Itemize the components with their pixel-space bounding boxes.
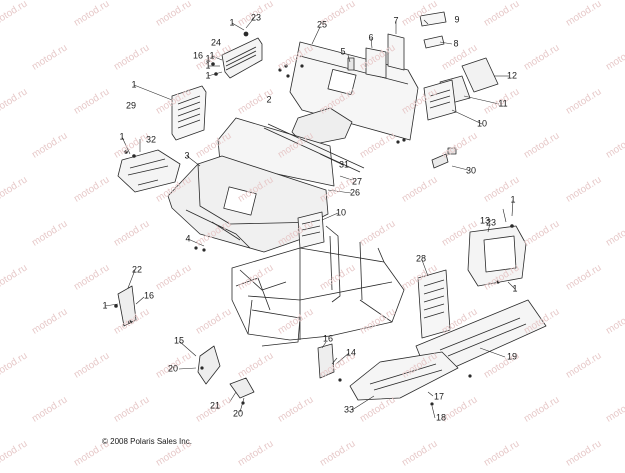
callout-label-6: 6 — [368, 32, 374, 43]
part-panel-24 — [221, 31, 263, 79]
callout-label-10: 10 — [335, 207, 347, 218]
part-cylinder-30 — [431, 147, 457, 169]
callout-label-21: 21 — [209, 400, 221, 411]
callout-label-1: 1 — [131, 79, 137, 90]
part-guard-21 — [229, 377, 255, 399]
callout-label-8: 8 — [453, 38, 459, 49]
part-bracket-22 — [117, 285, 137, 327]
part-bracket-16-right — [317, 343, 335, 379]
callout-label-18: 18 — [435, 412, 447, 423]
callout-label-20: 20 — [232, 408, 244, 419]
callout-label-13: 13 — [479, 215, 491, 226]
part-rod-27 — [263, 123, 365, 173]
callout-label-4: 4 — [185, 233, 191, 244]
part-seat-base-2 — [291, 107, 353, 147]
callout-label-1: 1 — [229, 17, 235, 28]
callout-label-28: 28 — [415, 253, 427, 264]
callout-label-16: 16 — [192, 50, 204, 61]
callout-label-17: 17 — [433, 391, 445, 402]
callout-label-27: 27 — [351, 176, 363, 187]
callout-label-22: 22 — [131, 264, 143, 275]
part-guard-15 — [197, 345, 221, 385]
part-vent-10-upper — [423, 79, 457, 121]
callout-label-3: 3 — [184, 150, 190, 161]
callout-label-2: 2 — [266, 94, 272, 105]
callout-label-16: 16 — [322, 333, 334, 344]
callout-label-16: 16 — [143, 290, 155, 301]
part-vented-panel-29 — [171, 85, 207, 141]
callout-label-19: 19 — [506, 351, 518, 362]
callout-label-20: 20 — [167, 363, 179, 374]
callout-label-1: 1 — [205, 60, 211, 71]
callout-label-15: 15 — [173, 335, 185, 346]
fasteners — [114, 62, 514, 406]
leader-lines — [104, 17, 516, 419]
callout-label-1: 1 — [205, 70, 211, 81]
callout-label-5: 5 — [340, 46, 346, 57]
callout-label-23: 23 — [250, 12, 262, 23]
part-floor-tray-32 — [117, 149, 181, 193]
callout-label-1: 1 — [102, 300, 108, 311]
callout-label-10: 10 — [476, 118, 488, 129]
callout-label-30: 30 — [465, 165, 477, 176]
callout-label-1: 1 — [119, 131, 125, 142]
callout-label-11: 11 — [498, 98, 508, 109]
part-pads — [347, 11, 447, 79]
callout-label-32: 32 — [145, 134, 157, 145]
part-skid-plate-33 — [349, 351, 459, 401]
callout-label-14: 14 — [345, 347, 357, 358]
callout-label-9: 9 — [454, 14, 460, 25]
callout-label-1: 1 — [209, 50, 215, 61]
part-box-13 — [467, 225, 527, 287]
callout-label-12: 12 — [506, 70, 518, 81]
callout-label-26: 26 — [349, 187, 361, 198]
callout-label-7: 7 — [393, 15, 399, 26]
callout-label-31: 31 — [338, 159, 350, 170]
callout-label-24: 24 — [210, 37, 222, 48]
callout-label-33: 33 — [343, 404, 355, 415]
part-pad-12 — [461, 57, 499, 93]
callout-label-1: 1 — [205, 53, 211, 64]
callout-label-1: 1 — [512, 283, 518, 294]
callout-label-23: 23 — [485, 217, 497, 228]
callout-label-29: 29 — [125, 100, 137, 111]
part-panel-28 — [417, 269, 451, 339]
callout-label-1: 1 — [510, 194, 516, 205]
part-vent-10-lower — [297, 211, 325, 249]
callout-label-25: 25 — [316, 19, 328, 30]
part-frame — [231, 225, 405, 347]
copyright-notice: © 2008 Polaris Sales Inc. — [102, 437, 192, 446]
